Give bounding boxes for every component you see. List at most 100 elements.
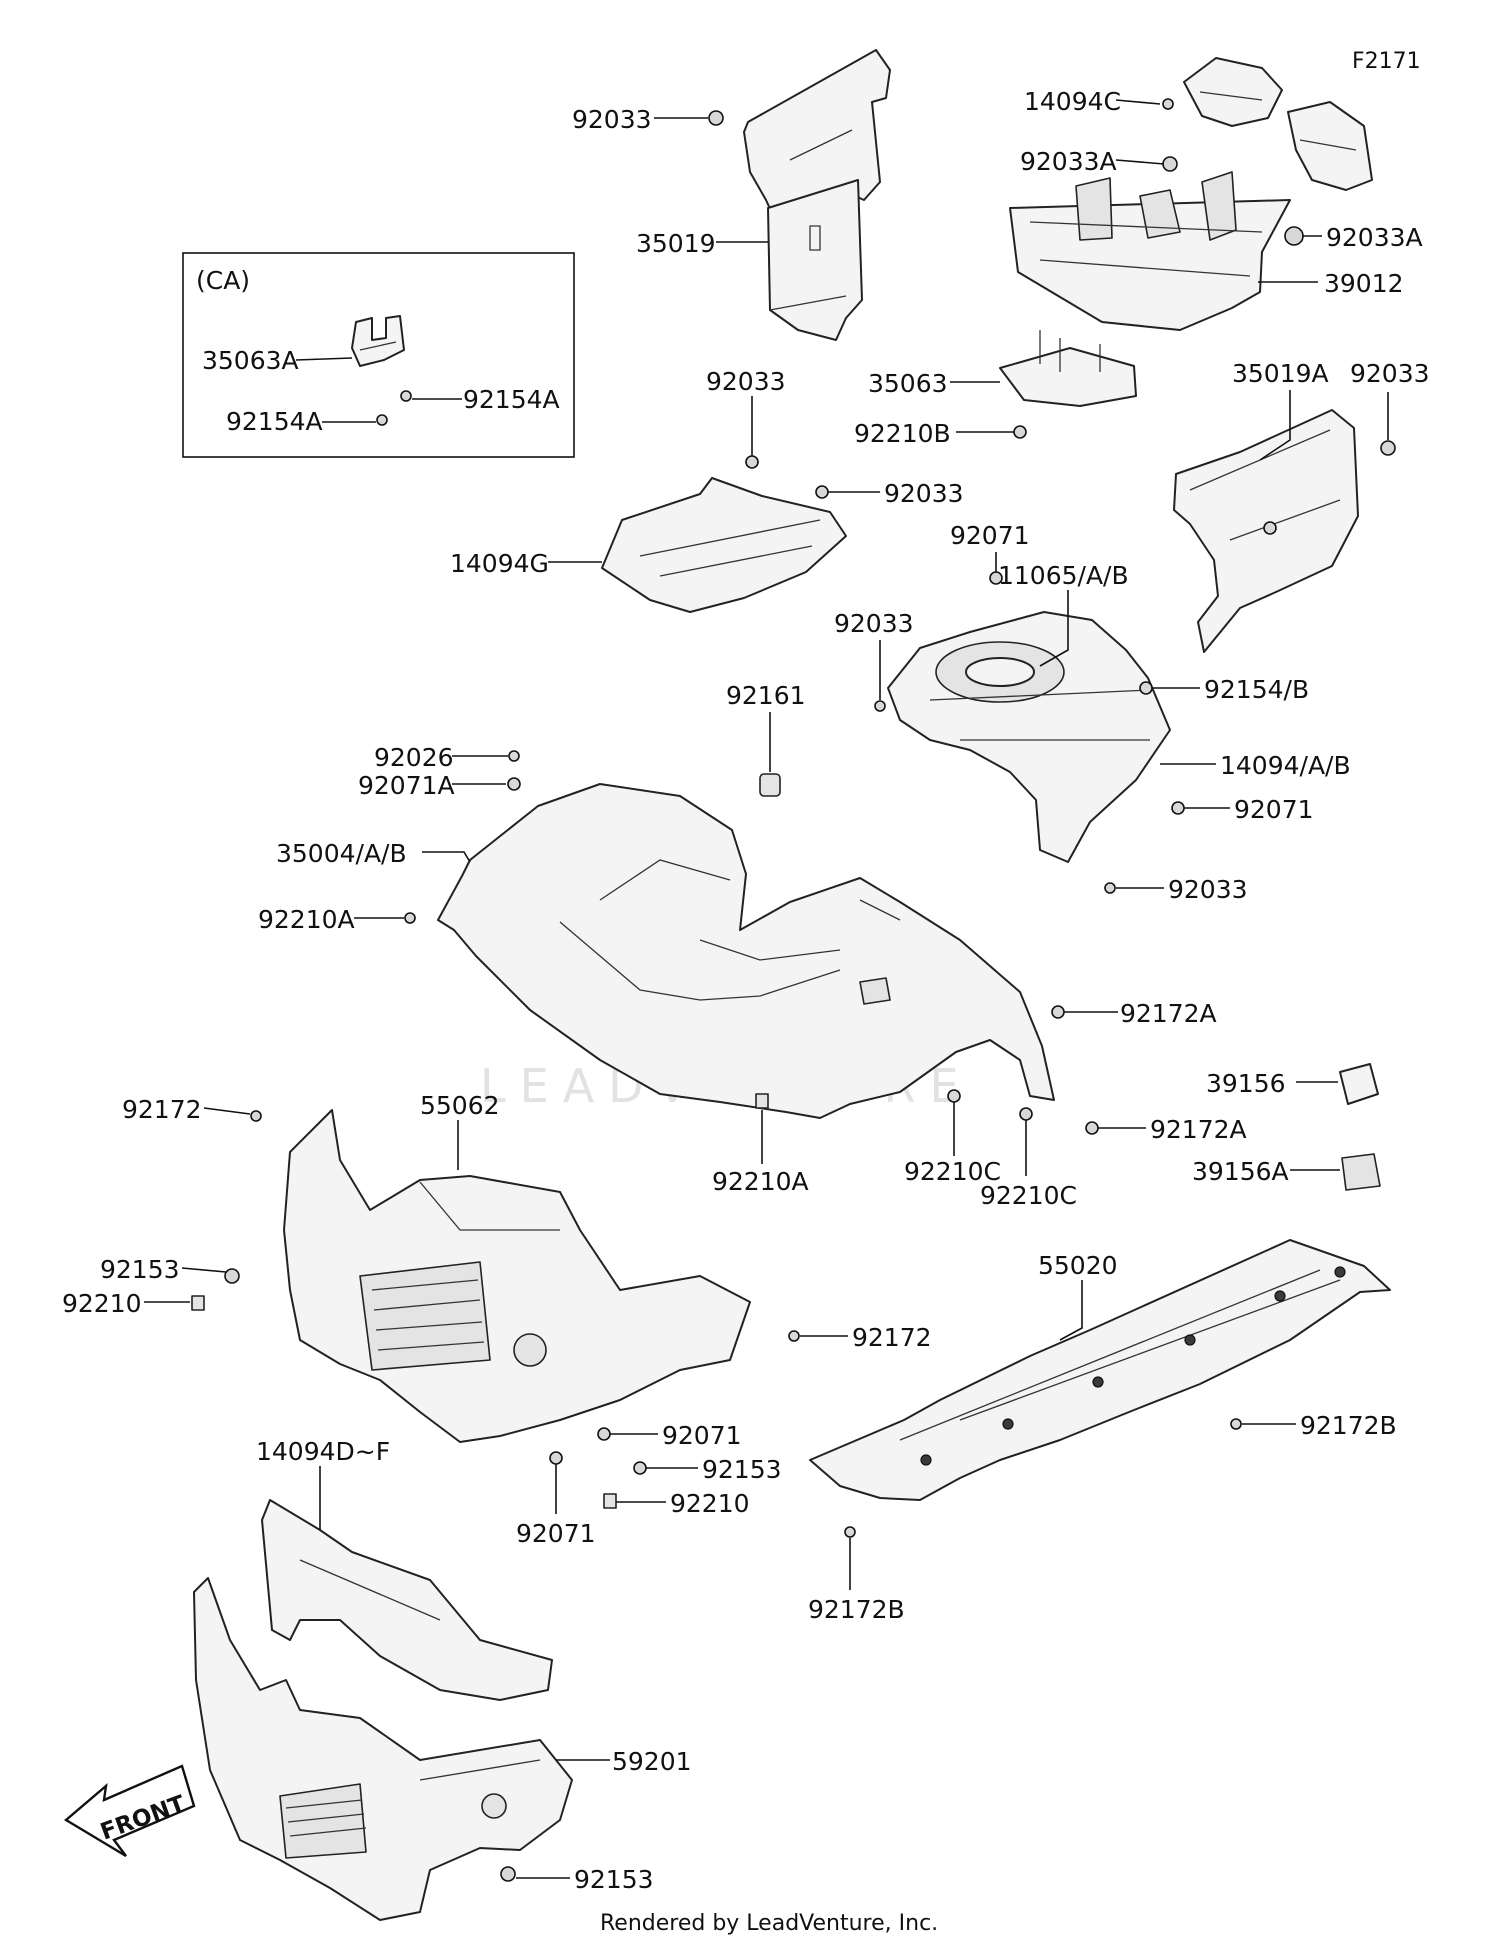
callout-39012: 39012 bbox=[1324, 269, 1404, 298]
callout-92172-left: 92172 bbox=[122, 1095, 202, 1124]
part-35019[interactable] bbox=[708, 49, 891, 341]
fastener-92210b[interactable] bbox=[1013, 425, 1027, 439]
callout-35063: 35063 bbox=[868, 369, 948, 398]
fastener-92172b-right[interactable] bbox=[1230, 1418, 1242, 1430]
callout-11065-a-b: 11065/A/B bbox=[998, 561, 1129, 590]
callout-92033-right: 92033 bbox=[1350, 359, 1430, 388]
callout-14094g: 14094G bbox=[450, 549, 549, 578]
fastener-92071a[interactable] bbox=[507, 777, 521, 791]
callout-92026: 92026 bbox=[374, 743, 454, 772]
fastener-92172b-lower[interactable] bbox=[844, 1526, 856, 1538]
part-35004-a-b[interactable] bbox=[404, 750, 1099, 1135]
fastener-92026[interactable] bbox=[508, 750, 520, 762]
part-39156[interactable] bbox=[1339, 1063, 1379, 1105]
callout-39156: 39156 bbox=[1206, 1069, 1286, 1098]
callout-92033: 92033 bbox=[572, 105, 652, 134]
fastener-92172a-upper[interactable] bbox=[1051, 1005, 1065, 1019]
callout-92033a-right: 92033A bbox=[1326, 223, 1423, 252]
callout-59201: 59201 bbox=[612, 1747, 692, 1776]
callout-92071-center: 92071 bbox=[662, 1421, 742, 1450]
fastener-92172-left[interactable] bbox=[250, 1110, 262, 1122]
front-direction-arrow: FRONT bbox=[63, 1764, 196, 1858]
callout-92172-center: 92172 bbox=[852, 1323, 932, 1352]
fastener-92210-left[interactable] bbox=[191, 1295, 205, 1311]
callout-14094c: 14094C bbox=[1024, 87, 1121, 116]
part-39156a[interactable] bbox=[1341, 1153, 1381, 1191]
fastener-92210a-center[interactable] bbox=[755, 1093, 769, 1109]
ca-variant-box: (CA) 35063A 92154A 92154A bbox=[182, 252, 575, 458]
figure-code: F2171 bbox=[1352, 49, 1421, 74]
callout-92033a-top: 92033A bbox=[1020, 147, 1117, 176]
callout-35063a: 35063A bbox=[202, 346, 299, 375]
fastener-92033-left[interactable] bbox=[874, 700, 886, 712]
fastener-92033-mid[interactable] bbox=[815, 485, 829, 499]
fastener-92154-b[interactable] bbox=[1139, 681, 1153, 695]
callout-92172a-lower: 92172A bbox=[1150, 1115, 1247, 1144]
callout-14094-a-b: 14094/A/B bbox=[1220, 751, 1351, 780]
part-35063[interactable] bbox=[999, 330, 1137, 439]
callout-92153-center: 92153 bbox=[702, 1455, 782, 1484]
callout-14094d-f: 14094D~F bbox=[256, 1437, 390, 1466]
callout-92210a-left: 92210A bbox=[258, 905, 355, 934]
callout-92153-left: 92153 bbox=[100, 1255, 180, 1284]
callout-92071-top: 92071 bbox=[950, 521, 1030, 550]
callout-92161: 92161 bbox=[726, 681, 806, 710]
fastener-92071-lower[interactable] bbox=[549, 1451, 563, 1465]
fastener-92153-center[interactable] bbox=[633, 1461, 647, 1475]
fastener-92153-left[interactable] bbox=[224, 1268, 240, 1284]
part-14094-a-b[interactable] bbox=[874, 571, 1185, 894]
fastener-92071-center[interactable] bbox=[597, 1427, 611, 1441]
fastener-92172-center[interactable] bbox=[788, 1330, 800, 1342]
callout-92071-right: 92071 bbox=[1234, 795, 1314, 824]
callout-92153-bottom: 92153 bbox=[574, 1865, 654, 1894]
part-35019a[interactable] bbox=[1173, 409, 1396, 653]
part-55062[interactable] bbox=[191, 1109, 800, 1509]
fastener-92154a-right[interactable] bbox=[400, 390, 412, 402]
callout-92210-left: 92210 bbox=[62, 1289, 142, 1318]
fastener-92033-center[interactable] bbox=[745, 455, 759, 469]
fastener-92033a-top[interactable] bbox=[1162, 156, 1178, 172]
callout-92172a-upper: 92172A bbox=[1120, 999, 1217, 1028]
callout-92210a-center: 92210A bbox=[712, 1167, 809, 1196]
callout-35019a: 35019A bbox=[1232, 359, 1329, 388]
fastener-92210c-right[interactable] bbox=[1019, 1107, 1033, 1121]
callout-55020: 55020 bbox=[1038, 1251, 1118, 1280]
part-59201[interactable] bbox=[193, 1577, 573, 1921]
fastener-92033a-right[interactable] bbox=[1284, 226, 1304, 246]
callout-92154-b: 92154/B bbox=[1204, 675, 1309, 704]
part-92161[interactable] bbox=[759, 773, 781, 797]
callout-35004-a-b: 35004/A/B bbox=[276, 839, 407, 868]
fastener-92210a-left[interactable] bbox=[404, 912, 416, 924]
part-39012[interactable] bbox=[1009, 156, 1304, 331]
fastener-92033-lower[interactable] bbox=[1104, 882, 1116, 894]
part-55020[interactable] bbox=[809, 1239, 1391, 1538]
callout-92154a-left: 92154A bbox=[226, 407, 323, 436]
callout-92210c-left: 92210C bbox=[904, 1157, 1001, 1186]
callout-92210-center: 92210 bbox=[670, 1489, 750, 1518]
callout-35019: 35019 bbox=[636, 229, 716, 258]
callout-92071a: 92071A bbox=[358, 771, 455, 800]
callout-55062: 55062 bbox=[420, 1091, 500, 1120]
part-14094c[interactable] bbox=[1162, 57, 1373, 191]
fastener-92210c-left[interactable] bbox=[947, 1089, 961, 1103]
fastener-92172a-lower[interactable] bbox=[1085, 1121, 1099, 1135]
part-14094g[interactable] bbox=[601, 455, 847, 613]
callout-92033-mid: 92033 bbox=[884, 479, 964, 508]
callout-92172b-right: 92172B bbox=[1300, 1411, 1397, 1440]
callout-92071-lower: 92071 bbox=[516, 1519, 596, 1548]
part-14094d-f[interactable] bbox=[261, 1499, 553, 1701]
callout-92210b: 92210B bbox=[854, 419, 951, 448]
fastener-92210-center[interactable] bbox=[603, 1493, 617, 1509]
callout-92172b-lower: 92172B bbox=[808, 1595, 905, 1624]
fastener-92154a-left[interactable] bbox=[376, 414, 388, 426]
credit-line: Rendered by LeadVenture, Inc. bbox=[600, 1911, 938, 1936]
fastener-92033-top[interactable] bbox=[708, 110, 724, 126]
callout-92033-center: 92033 bbox=[706, 367, 786, 396]
fastener-92071-right[interactable] bbox=[1171, 801, 1185, 815]
callout-92210c-right: 92210C bbox=[980, 1181, 1077, 1210]
part-35063a[interactable] bbox=[351, 315, 405, 367]
fastener-92033-right[interactable] bbox=[1380, 440, 1396, 456]
callout-39156a: 39156A bbox=[1192, 1157, 1289, 1186]
fastener-92153-bottom[interactable] bbox=[500, 1866, 516, 1882]
